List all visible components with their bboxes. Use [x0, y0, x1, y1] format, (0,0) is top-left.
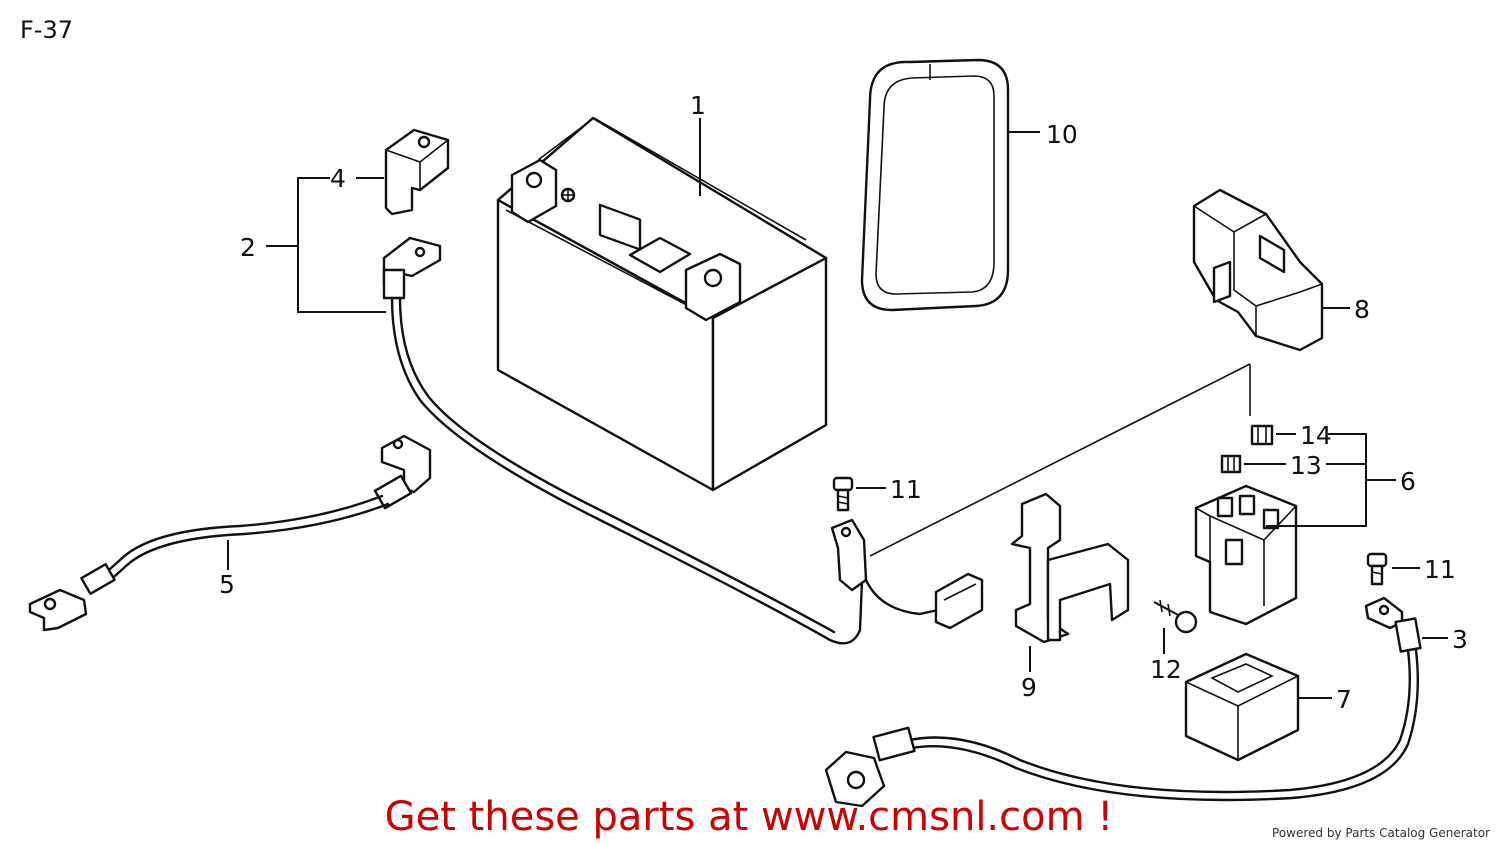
callout-10: 10 — [1046, 120, 1078, 149]
callout-7: 7 — [1336, 685, 1352, 714]
credit-text: Powered by Parts Catalog Generator — [1272, 826, 1490, 840]
tapping-screw[interactable]: 12 — [1150, 599, 1198, 684]
cta-text[interactable]: Get these parts at www.cmsnl.com ! — [384, 794, 1114, 840]
relay-bracket[interactable]: 9 — [1010, 492, 1130, 702]
ground-cable-right[interactable]: 3 — [824, 596, 1468, 808]
callout-11-left: 11 — [890, 475, 922, 504]
callout-14: 14 — [1300, 421, 1332, 450]
bolt-right[interactable]: 11 — [1366, 552, 1456, 586]
fuse-small[interactable]: 13 — [1220, 451, 1322, 480]
callout-6: 6 — [1400, 467, 1416, 496]
bolt-left[interactable]: 11 — [832, 475, 922, 512]
starter-relay[interactable]: 6 — [1194, 433, 1416, 626]
callout-8: 8 — [1354, 295, 1370, 324]
callout-1: 1 — [690, 91, 706, 120]
leader-line — [869, 363, 1251, 557]
callout-3: 3 — [1452, 625, 1468, 654]
battery[interactable]: 1 — [496, 91, 828, 492]
fuse-box-cover[interactable]: 8 — [1192, 188, 1370, 352]
cta-banner[interactable]: Get these parts at www.cmsnl.com ! — [0, 794, 1500, 840]
relay-cover[interactable]: 7 — [1184, 652, 1352, 762]
callout-11-right: 11 — [1424, 555, 1456, 584]
fuse-large[interactable]: 14 — [1250, 421, 1332, 450]
callout-9: 9 — [1021, 673, 1037, 702]
callout-2: 2 — [240, 233, 256, 262]
terminal-cover[interactable]: 4 — [330, 128, 450, 216]
positive-cable-assembly[interactable]: 2 — [240, 177, 984, 645]
ground-cable-left[interactable]: 5 — [28, 434, 432, 632]
callout-13: 13 — [1290, 451, 1322, 480]
battery-band[interactable]: 10 — [860, 58, 1078, 312]
page-code: F-37 — [20, 16, 74, 44]
callout-4: 4 — [330, 164, 346, 193]
callout-5: 5 — [219, 570, 235, 599]
callout-12: 12 — [1150, 655, 1182, 684]
